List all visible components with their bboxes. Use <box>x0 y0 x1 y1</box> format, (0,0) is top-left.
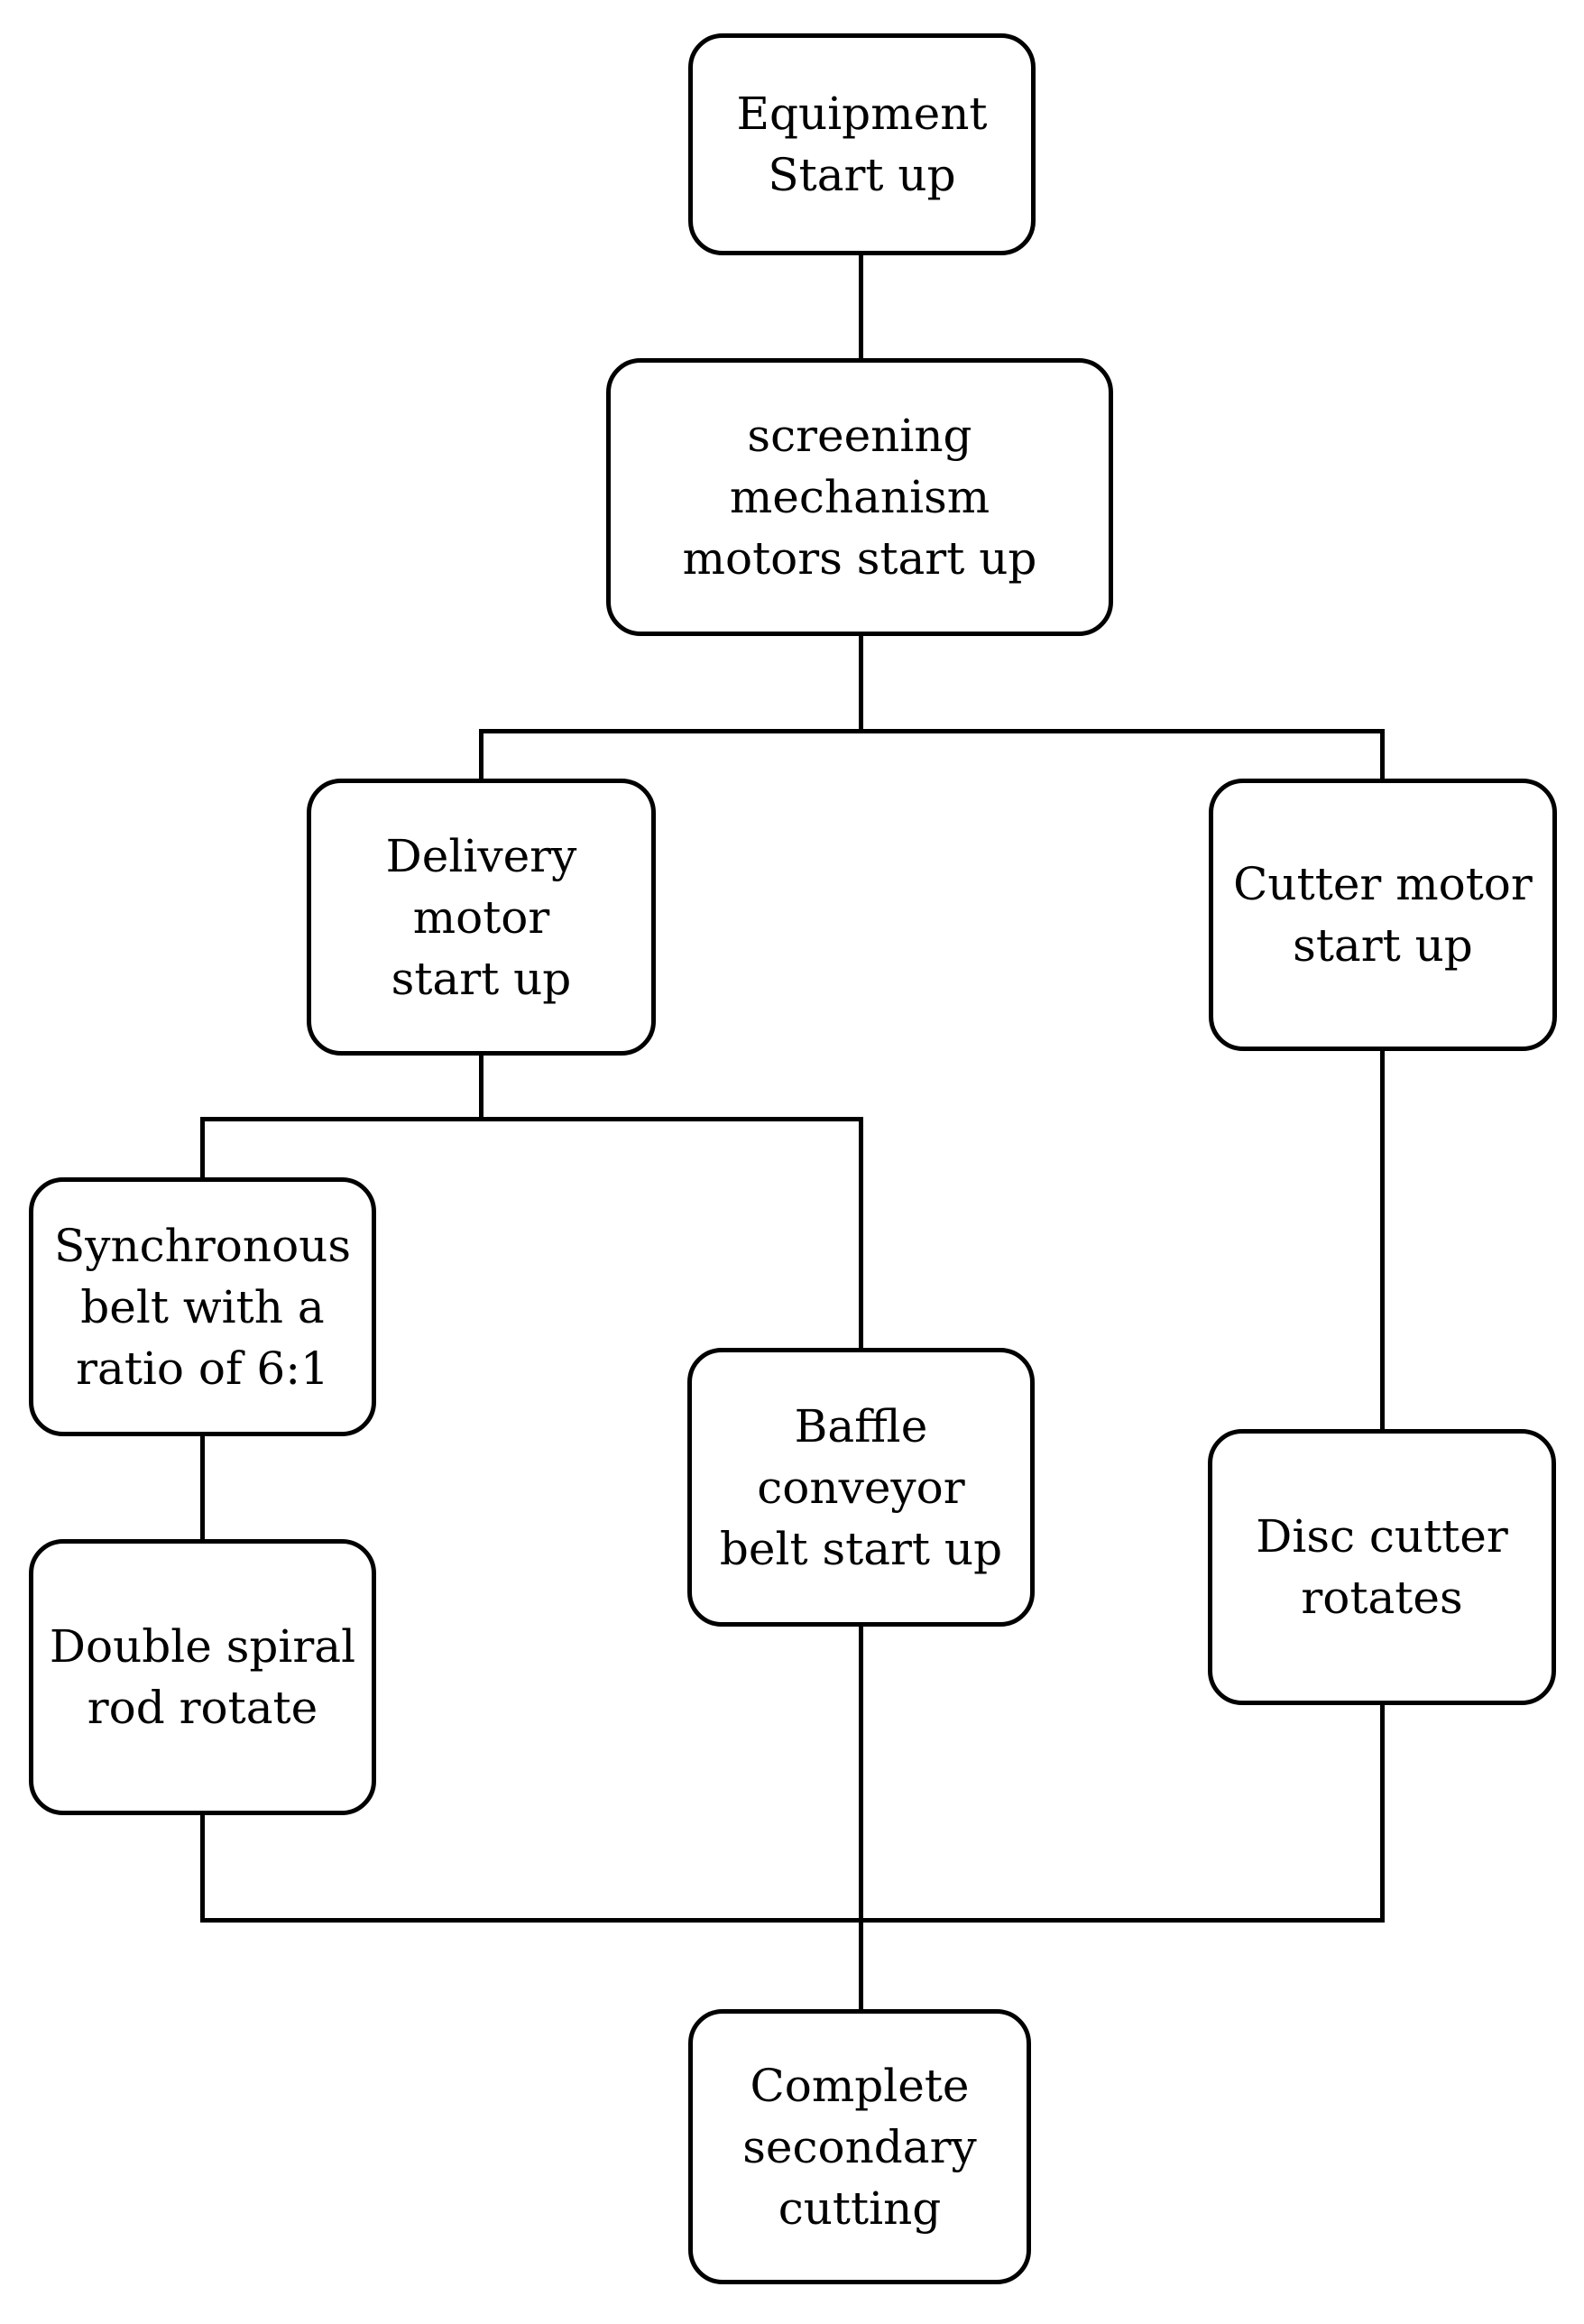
node-double-spiral-rod-rotate: Double spiral rod rotate <box>29 1539 376 1815</box>
node-label: Double spiral rod rotate <box>49 1620 356 1734</box>
edge-baffle-to-complete <box>859 1625 863 2011</box>
node-label: Equipment Start up <box>736 88 988 201</box>
node-baffle-conveyor-belt-start-up: Baffle conveyor belt start up <box>687 1348 1035 1627</box>
edge-branch2-to-baffle <box>859 1117 863 1351</box>
edge-cutter-to-disc-cutter <box>1380 1049 1385 1432</box>
node-label: screening mechanism motors start up <box>682 410 1037 585</box>
edge-synchronous-to-double-spiral <box>200 1434 205 1541</box>
edge-merge-horizontal <box>200 1918 1385 1923</box>
node-label: Delivery motor start up <box>385 829 577 1005</box>
edge-branch1-horizontal <box>479 729 1385 733</box>
node-screening-mechanism-motors-start-up: screening mechanism motors start up <box>606 358 1113 636</box>
edge-branch1-to-cutter <box>1380 729 1385 781</box>
node-label: Complete secondary cutting <box>742 2059 977 2235</box>
edge-double-spiral-to-merge <box>200 1813 205 1922</box>
edge-disc-cutter-to-merge <box>1380 1703 1385 1922</box>
edge-branch1-to-delivery <box>479 729 483 781</box>
node-disc-cutter-rotates: Disc cutter rotates <box>1208 1429 1556 1705</box>
node-synchronous-belt-ratio: Synchronous belt with a ratio of 6:1 <box>29 1177 376 1436</box>
node-label: Disc cutter rotates <box>1256 1510 1508 1624</box>
node-label: Cutter motor start up <box>1233 858 1533 972</box>
node-delivery-motor-start-up: Delivery motor start up <box>307 779 656 1056</box>
node-cutter-motor-start-up: Cutter motor start up <box>1209 779 1557 1051</box>
node-equipment-start-up: Equipment Start up <box>688 33 1036 255</box>
node-complete-secondary-cutting: Complete secondary cutting <box>688 2009 1031 2284</box>
edge-screening-stem <box>859 634 863 733</box>
edge-branch2-horizontal <box>200 1117 863 1121</box>
edge-branch2-to-synchronous <box>200 1117 205 1180</box>
edge-delivery-stem <box>479 1054 483 1121</box>
node-label: Synchronous belt with a ratio of 6:1 <box>53 1219 352 1395</box>
node-label: Baffle conveyor belt start up <box>719 1399 1003 1575</box>
edge-equipment-to-screening <box>859 253 863 361</box>
